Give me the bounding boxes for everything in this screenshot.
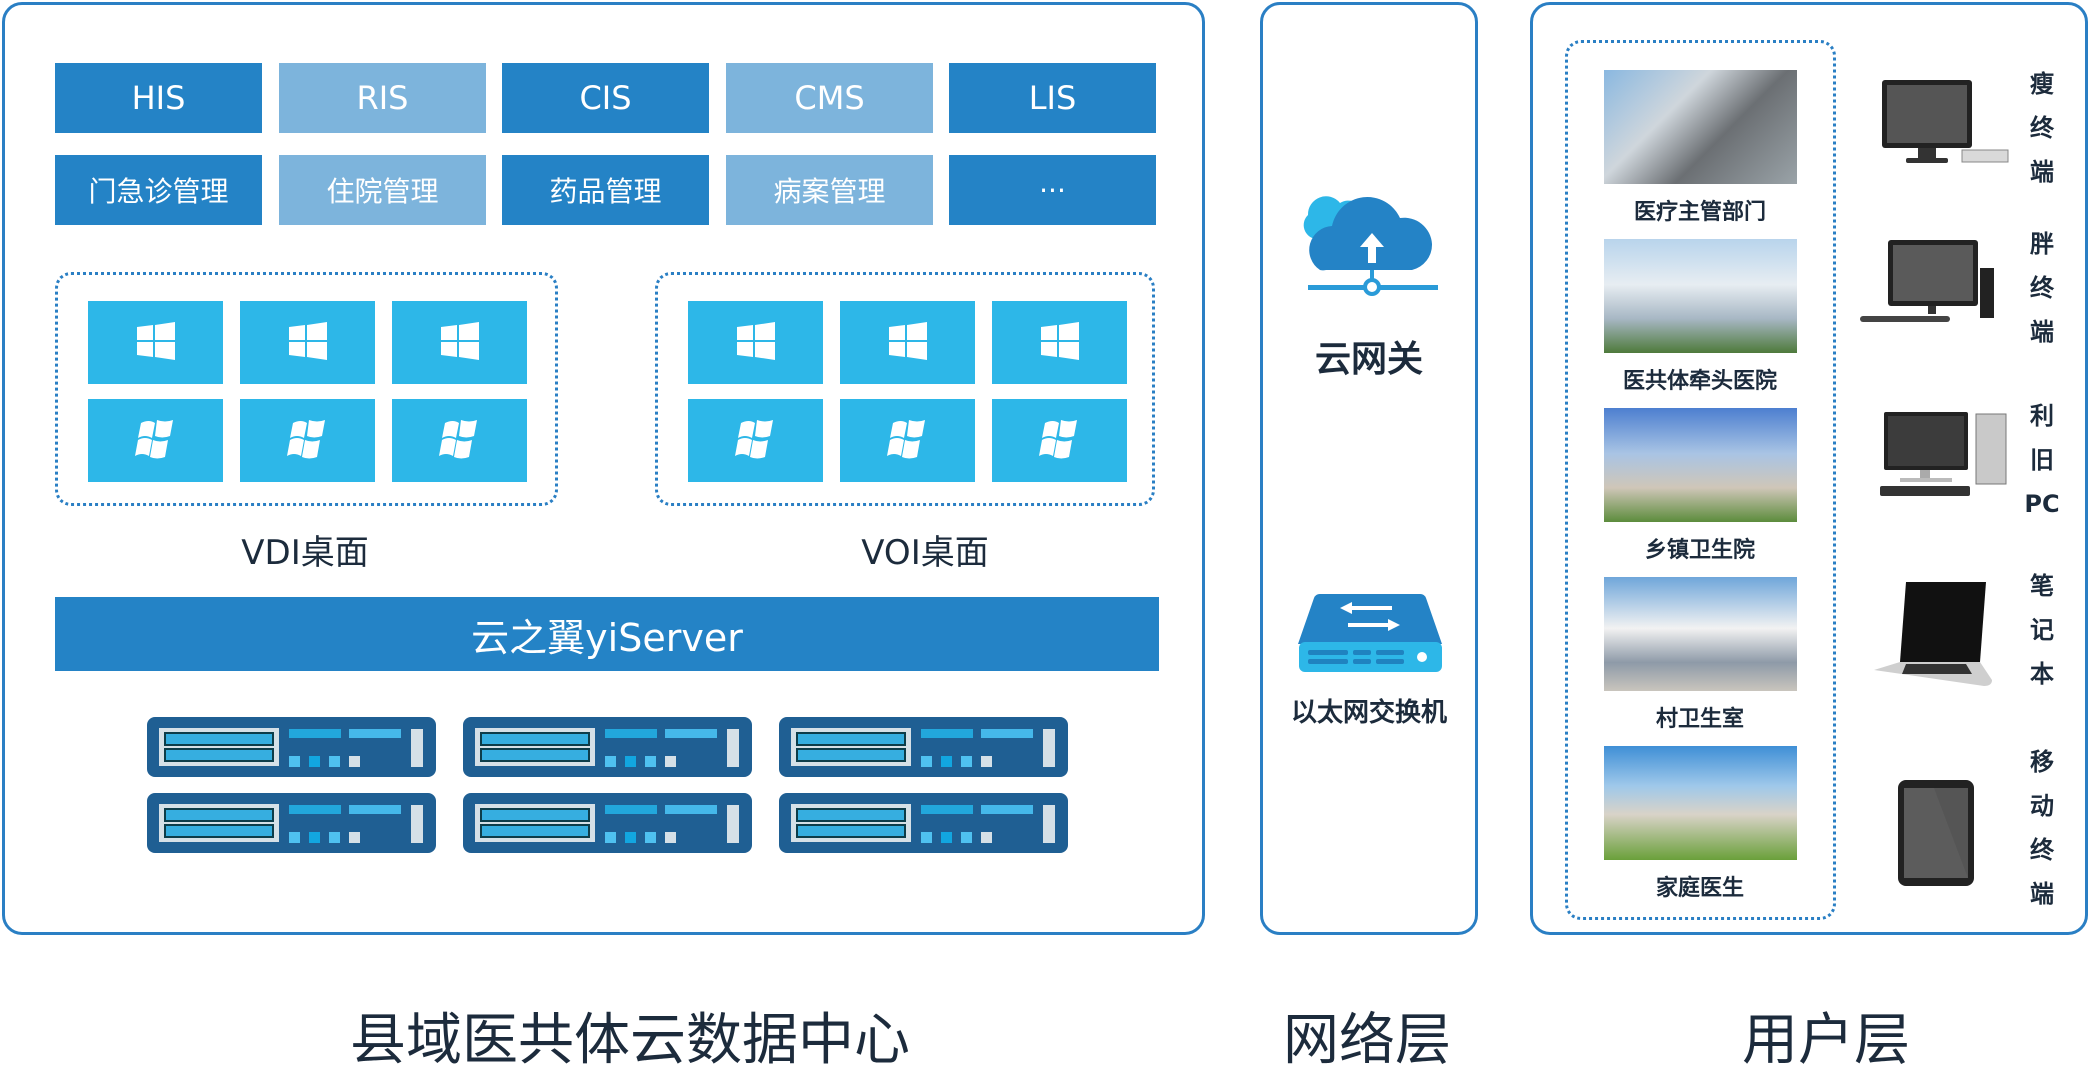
windows-8-logo-icon (888, 321, 927, 364)
tablet-icon (1896, 778, 1976, 892)
site-photo (1604, 408, 1797, 522)
device-label-char: 移 (2030, 748, 2054, 776)
device-label-char: 胖 (2030, 230, 2054, 258)
module-function-0: 门急诊管理 (55, 155, 262, 225)
legacy-pc-icon (1880, 410, 2010, 504)
server-rack-icon (463, 793, 752, 853)
module-function-2: 药品管理 (502, 155, 709, 225)
vdi-desktop-tile (240, 399, 375, 482)
windows-7-logo-icon (886, 419, 929, 463)
windows-7-logo-icon (438, 419, 481, 463)
device-label: 瘦终端 (2022, 62, 2062, 194)
voi-desktop-tile (840, 301, 975, 384)
device-label: 利旧 PC (2022, 394, 2062, 526)
device-label-char: 端 (2030, 318, 2054, 346)
device-label-char: 终 (2030, 836, 2054, 864)
device-label-char: 瘦 (2030, 70, 2054, 98)
device-label-char: PC (2024, 490, 2060, 518)
thin-client-icon (1880, 78, 2010, 172)
site-label: 家庭医生 (1655, 876, 1744, 901)
user-sites-group (1565, 40, 1836, 920)
vdi-desktop-tile (88, 301, 223, 384)
module-function-1: 住院管理 (279, 155, 486, 225)
server-rack-icon (147, 793, 436, 853)
windows-7-logo-icon (1038, 419, 1081, 463)
device-label-char: 终 (2030, 274, 2054, 302)
device-label: 笔记本 (2022, 564, 2062, 696)
cloud-gateway-label: 云网关 (1314, 339, 1423, 380)
site-photo (1604, 746, 1797, 860)
network-panel (1260, 2, 1478, 935)
device-label-char: 本 (2030, 660, 2054, 688)
vdi-desktop-tile (88, 399, 223, 482)
site-photo (1604, 70, 1797, 184)
server-rack-icon (779, 717, 1068, 777)
server-rack-icon (147, 717, 436, 777)
windows-8-logo-icon (1040, 321, 1079, 364)
device-label-char: 记 (2030, 616, 2054, 644)
vdi-label: VDI桌面 (241, 533, 369, 573)
cloud-gateway-icon (1303, 196, 1438, 296)
site-label: 医共体牵头医院 (1622, 369, 1777, 394)
datacenter-layer-title: 县域医共体云数据中心 (350, 1008, 910, 1073)
voi-desktop-tile (992, 399, 1127, 482)
vdi-desktop-tile (392, 399, 527, 482)
voi-desktop-tile (992, 301, 1127, 384)
device-label: 移动终端 (2022, 740, 2062, 916)
module-system-3: CMS (726, 63, 933, 133)
windows-8-logo-icon (440, 321, 479, 364)
vdi-desktop-tile (240, 301, 375, 384)
network-layer-title: 网络层 (1283, 1008, 1451, 1073)
device-label-char: 终 (2030, 114, 2054, 142)
device-label-char: 动 (2030, 792, 2054, 820)
site-label: 医疗主管部门 (1633, 200, 1766, 225)
device-label-char: 笔 (2030, 572, 2054, 600)
voi-desktop-tile (840, 399, 975, 482)
module-system-4: LIS (949, 63, 1156, 133)
windows-8-logo-icon (736, 321, 775, 364)
voi-desktop-group (655, 272, 1155, 506)
site-label: 村卫生室 (1655, 707, 1744, 732)
voi-label: VOI桌面 (861, 533, 989, 573)
device-label-char: 端 (2030, 880, 2054, 908)
fat-client-icon (1858, 238, 1998, 332)
device-label-char: 利 (2030, 402, 2054, 430)
laptop-icon (1866, 580, 1996, 694)
yiserver-platform-bar: 云之翼yiServer (55, 597, 1159, 671)
server-rack-icon (779, 793, 1068, 853)
server-rack-icon (463, 717, 752, 777)
windows-7-logo-icon (134, 419, 177, 463)
ethernet-switch-icon (1298, 593, 1442, 672)
windows-8-logo-icon (136, 321, 175, 364)
device-label-char: 端 (2030, 158, 2054, 186)
windows-8-logo-icon (288, 321, 327, 364)
voi-desktop-tile (688, 301, 823, 384)
module-system-2: CIS (502, 63, 709, 133)
site-photo (1604, 577, 1797, 691)
ethernet-switch-label: 以太网交换机 (1290, 698, 1447, 728)
windows-7-logo-icon (734, 419, 777, 463)
device-label: 胖终端 (2022, 222, 2062, 354)
module-function-4: ··· (949, 155, 1156, 225)
voi-desktop-tile (688, 399, 823, 482)
module-system-1: RIS (279, 63, 486, 133)
vdi-desktop-group (55, 272, 558, 506)
device-label-char: 旧 (2030, 446, 2054, 474)
module-function-3: 病案管理 (726, 155, 933, 225)
module-system-0: HIS (55, 63, 262, 133)
site-label: 乡镇卫生院 (1644, 538, 1755, 563)
user-layer-title: 用户层 (1742, 1008, 1910, 1073)
windows-7-logo-icon (286, 419, 329, 463)
vdi-desktop-tile (392, 301, 527, 384)
site-photo (1604, 239, 1797, 353)
